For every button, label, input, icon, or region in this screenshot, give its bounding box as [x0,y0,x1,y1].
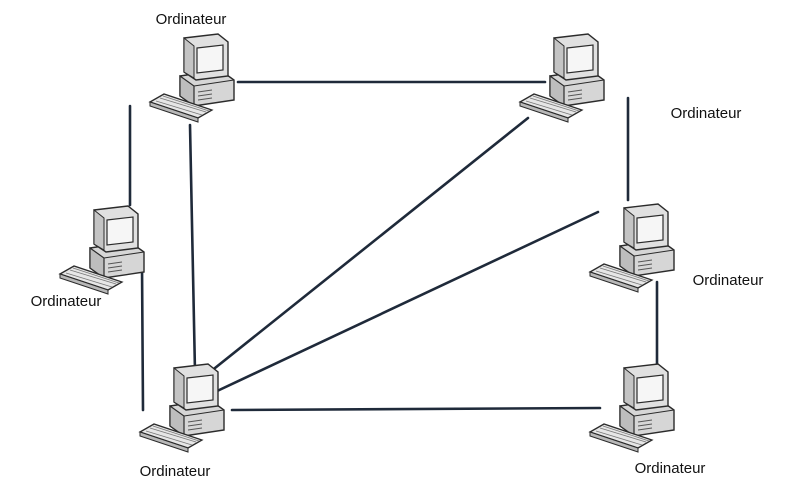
nodes-layer: OrdinateurOrdinateurOrdinateurOrdinateur… [31,11,764,480]
computer-node-n5: Ordinateur [139,363,225,480]
computer-node-n3: Ordinateur [31,205,145,310]
desktop-computer-icon [149,33,235,123]
link-n3-n5 [140,263,145,412]
links-layer [128,80,659,412]
computer-node-n1: Ordinateur [149,11,235,123]
desktop-computer-icon [59,205,145,295]
computer-node-n6: Ordinateur [589,363,706,477]
computer-label: Ordinateur [140,463,211,480]
computer-node-n4: Ordinateur [589,203,764,293]
desktop-computer-icon [519,33,605,123]
computer-label: Ordinateur [693,272,764,289]
link-n1-n5 [188,123,197,374]
computer-label: Ordinateur [31,293,102,310]
computer-label: Ordinateur [671,105,742,122]
link-n2-n5 [198,116,530,382]
computer-label: Ordinateur [156,11,227,28]
desktop-computer-icon [589,363,675,453]
desktop-computer-icon [589,203,675,293]
computer-label: Ordinateur [635,460,706,477]
link-n5-n6 [230,406,602,412]
link-n4-n5 [213,210,600,394]
desktop-computer-icon [139,363,225,453]
computer-node-n2: Ordinateur [519,33,742,123]
